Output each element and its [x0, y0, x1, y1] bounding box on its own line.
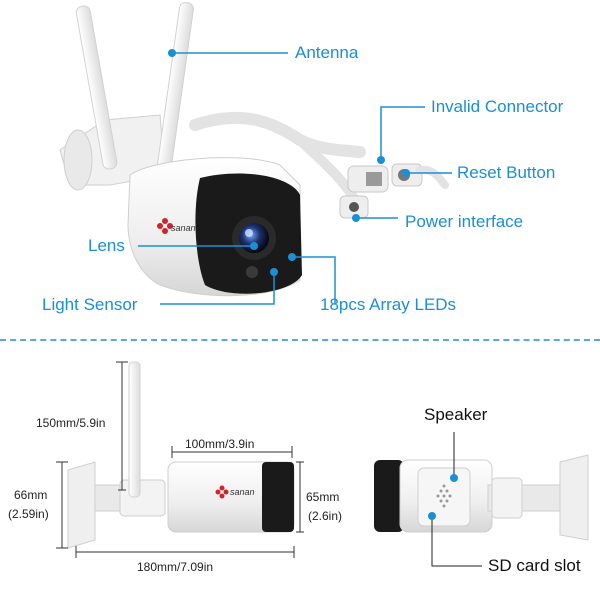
- light-sensor-dot: [246, 266, 258, 278]
- brand-logo-top: [157, 218, 173, 234]
- body-height-in-label: (2.6in): [308, 509, 343, 523]
- antenna-right: [156, 2, 194, 172]
- mount-height-in-label: (2.59in): [8, 507, 49, 521]
- power-interface-label: Power interface: [405, 212, 524, 231]
- side-camera-face: [262, 462, 294, 532]
- speaker-grille: [436, 484, 452, 508]
- mount-height-mm-label: 66mm: [14, 488, 48, 502]
- body-length-label: 100mm/3.9in: [185, 437, 255, 451]
- top-camera: [59, 2, 452, 305]
- light-sensor-label: Light Sensor: [42, 295, 138, 314]
- brand-text-top: sanan: [171, 223, 196, 233]
- side-antenna: [128, 361, 141, 498]
- lens-label: Lens: [88, 236, 125, 255]
- body-height-mm-label: 65mm: [306, 490, 340, 504]
- dimension-lines: [56, 361, 304, 558]
- reset-button-label: Reset Button: [457, 163, 556, 182]
- rear-view-camera: [374, 432, 589, 567]
- cable: [189, 111, 366, 158]
- antenna-height-label: 150mm/5.9in: [36, 416, 106, 430]
- rear-wall-mount: [559, 454, 589, 541]
- side-view-camera: [56, 361, 304, 558]
- invalid-connector-label: Invalid Connector: [431, 97, 564, 116]
- antenna-label: Antenna: [295, 43, 359, 62]
- antenna-left: [75, 5, 118, 170]
- array-leds-label: 18pcs Array LEDs: [320, 295, 457, 314]
- sd-card-slot-label: SD card slot: [488, 556, 581, 575]
- side-wall-mount: [67, 461, 96, 549]
- section-divider: [0, 339, 600, 341]
- brand-logo-side: [215, 485, 229, 499]
- total-length-label: 180mm/7.09in: [137, 560, 214, 574]
- brand-text-side: sanan: [230, 487, 255, 497]
- rear-camera-front: [374, 460, 404, 532]
- speaker-label: Speaker: [424, 405, 488, 424]
